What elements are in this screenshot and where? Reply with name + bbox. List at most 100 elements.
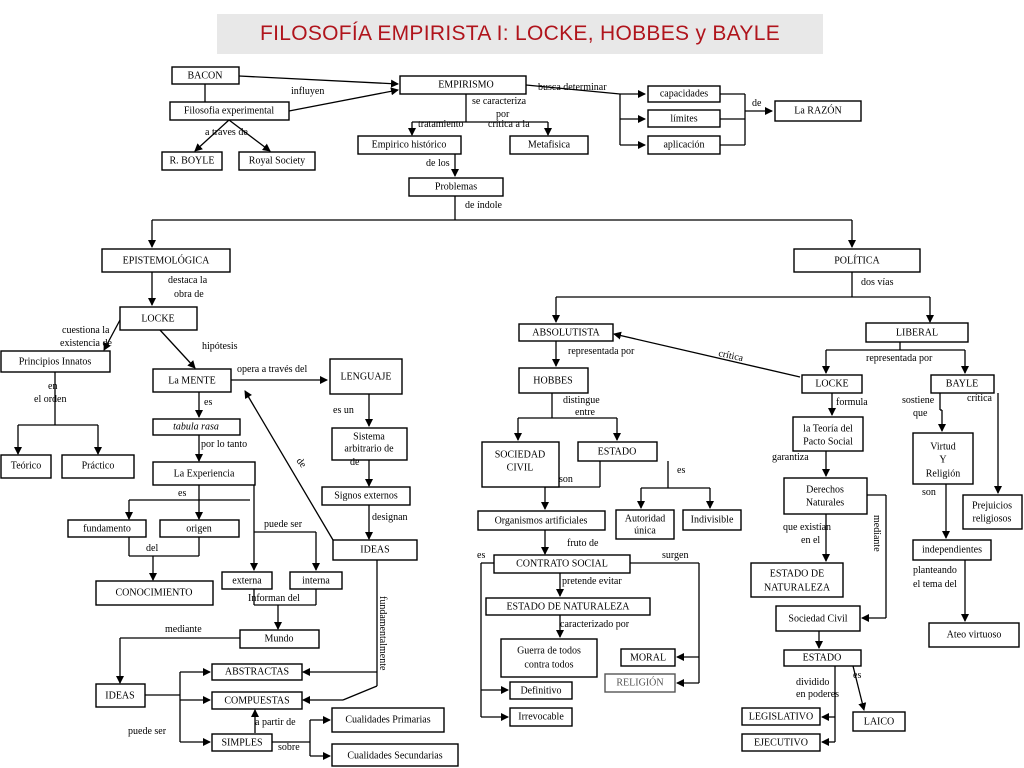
node-limites[interactable]: límites (647, 109, 721, 128)
node-definitivo[interactable]: Definitivo (509, 681, 573, 700)
svg-text:arbitrario de: arbitrario de (344, 443, 394, 454)
node-legislativo[interactable]: LEGISLATIVO (741, 707, 821, 726)
node-sociedad-civil-locke[interactable]: Sociedad Civil (775, 605, 861, 632)
node-liberal[interactable]: LIBERAL (865, 322, 969, 343)
svg-text:aplicación: aplicación (663, 139, 704, 150)
node-moral[interactable]: MORAL (620, 648, 676, 667)
node-conocimiento[interactable]: CONOCIMIENTO (95, 580, 214, 606)
svg-text:BACON: BACON (187, 70, 222, 81)
node-lenguaje[interactable]: LENGUAJE (329, 358, 403, 395)
label-de: de (752, 98, 762, 109)
node-signos-externos[interactable]: Signos externos (321, 486, 411, 506)
node-laico[interactable]: LAICO (852, 711, 906, 732)
label-son: son (559, 474, 573, 485)
label-busca-determinar: busca determinar (538, 82, 607, 93)
node-locke[interactable]: LOCKE (119, 306, 198, 331)
svg-text:origen: origen (186, 523, 212, 534)
node-la-experiencia[interactable]: La Experiencia (152, 461, 256, 486)
svg-text:CONTRATO SOCIAL: CONTRATO SOCIAL (516, 558, 608, 569)
node-bacon[interactable]: BACON (171, 66, 240, 85)
node-metafisica[interactable]: Metafisica (509, 135, 589, 155)
node-absolutista[interactable]: ABSOLUTISTA (518, 323, 614, 342)
node-cualidades-primarias[interactable]: Cualidades Primarias (331, 707, 445, 733)
node-epistemologica[interactable]: EPISTEMOLÓGICA (101, 248, 231, 273)
node-principios-innatos[interactable]: Principios Innatos (0, 350, 111, 373)
node-la-razon[interactable]: La RAZÓN (774, 100, 862, 122)
label-son-bayle: son (922, 487, 936, 498)
node-irrevocable[interactable]: Irrevocable (509, 707, 573, 727)
node-locke-politica[interactable]: LOCKE (801, 374, 863, 394)
node-indivisible[interactable]: Indivisible (682, 509, 742, 531)
node-independientes[interactable]: independientes (912, 539, 992, 561)
node-ateo-virtuoso[interactable]: Ateo virtuoso (928, 622, 1020, 648)
svg-text:Autoridad: Autoridad (625, 513, 666, 524)
label-puede-ser-2: puede ser (128, 726, 167, 737)
svg-text:religiosos: religiosos (973, 513, 1012, 524)
svg-text:Irrevocable: Irrevocable (518, 711, 564, 722)
node-religion[interactable]: RELIGIÓN (604, 673, 676, 693)
label-sobre: sobre (278, 742, 300, 753)
node-royal-society[interactable]: Royal Society (238, 151, 316, 171)
node-origen[interactable]: origen (159, 519, 240, 538)
node-aplicacion[interactable]: aplicación (647, 135, 721, 155)
label-que: que (913, 408, 928, 419)
node-ejecutivo[interactable]: EJECUTIVO (741, 733, 821, 752)
label-puede-ser: puede ser (264, 519, 303, 530)
node-politica[interactable]: POLÍTICA (793, 248, 921, 273)
label-de-los: de los (426, 158, 450, 169)
svg-text:Royal Society: Royal Society (249, 155, 305, 166)
node-capacidades[interactable]: capacidades (647, 85, 721, 103)
node-empirismo[interactable]: EMPIRISMO (399, 75, 527, 95)
node-cualidades-secundarias[interactable]: Cualidades Secundarias (331, 743, 459, 767)
node-tabula-rasa[interactable]: tabula rasa (152, 418, 241, 436)
node-abstractas[interactable]: ABSTRACTAS (211, 663, 303, 681)
node-fundamento[interactable]: fundamento (67, 519, 147, 538)
label-critica-bayle: crítica (967, 393, 993, 404)
label-es: es (204, 397, 212, 408)
svg-text:SIMPLES: SIMPLES (221, 737, 262, 748)
node-empirico-historico[interactable]: Empirico histórico (357, 135, 462, 155)
node-compuestas[interactable]: COMPUESTAS (211, 691, 303, 710)
node-teorico[interactable]: Teórico (0, 454, 52, 479)
svg-text:contra todos: contra todos (524, 659, 573, 670)
label-a-partir-de: a partir de (255, 717, 296, 728)
node-estado-locke[interactable]: ESTADO (783, 649, 862, 667)
svg-text:NATURALEZA: NATURALEZA (764, 582, 831, 593)
node-ideas-tipos[interactable]: IDEAS (95, 683, 146, 708)
link-labels: influyen a traves de busca determinar se… (34, 82, 993, 753)
node-mundo[interactable]: Mundo (239, 629, 320, 649)
node-estado-hobbes[interactable]: ESTADO (577, 441, 658, 462)
node-practico[interactable]: Práctico (61, 454, 135, 479)
node-filosofia-experimental[interactable]: Filosofia experimental (169, 101, 290, 121)
node-estado-naturaleza[interactable]: ESTADO DE NATURALEZA (485, 597, 651, 616)
node-ideas-locke[interactable]: IDEAS (332, 539, 418, 561)
svg-text:Principios Innatos: Principios Innatos (19, 356, 92, 367)
node-organismos-artificiales[interactable]: Organismos artificiales (477, 510, 606, 531)
svg-text:Signos externos: Signos externos (334, 490, 398, 501)
node-hobbes[interactable]: HOBBES (518, 367, 589, 394)
svg-text:Cualidades Secundarias: Cualidades Secundarias (347, 750, 442, 761)
node-simples[interactable]: SIMPLES (211, 733, 273, 752)
svg-text:Definitivo: Definitivo (520, 685, 561, 696)
svg-text:Indivisible: Indivisible (691, 514, 734, 525)
label-fundamentalmente: fundamentalmente (377, 596, 388, 671)
node-interna[interactable]: interna (289, 571, 343, 590)
label-es-estado: es (677, 465, 685, 476)
label-se-caracteriza: se caracteriza (472, 96, 527, 107)
node-la-mente[interactable]: La MENTE (152, 368, 232, 393)
node-externa[interactable]: externa (221, 571, 273, 590)
node-problemas[interactable]: Problemas (408, 177, 504, 197)
node-bayle[interactable]: BAYLE (930, 374, 995, 394)
node-contrato-social[interactable]: CONTRATO SOCIAL (493, 554, 631, 574)
node-r-boyle[interactable]: R. BOYLE (161, 151, 223, 171)
label-entre: entre (575, 407, 596, 418)
